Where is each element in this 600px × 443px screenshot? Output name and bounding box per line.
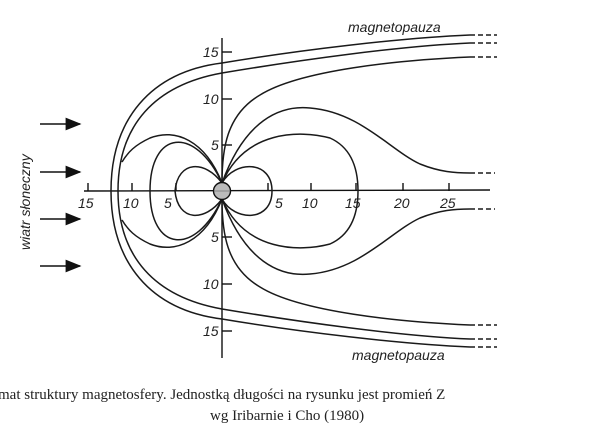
magnetopause-outer — [110, 34, 471, 192]
field-lines-lower — [110, 190, 498, 348]
x-tick-label: 5 — [164, 195, 172, 211]
caption-line-1: mat struktury magnetosfery. Jednostką dł… — [0, 387, 446, 403]
y-tick-label: 15 — [203, 323, 219, 339]
field-line-tail — [221, 106, 471, 184]
y-tick-label: 5 — [211, 137, 219, 153]
solar-wind-arrows — [40, 117, 82, 273]
field-lines-upper — [110, 34, 497, 192]
tail-lobe-line — [221, 56, 471, 184]
magnetopause-inner — [117, 42, 471, 192]
field-line-left-outer — [149, 141, 223, 192]
magnetopause-label-bottom: magnetopauza — [352, 347, 445, 363]
y-tick-labels: 15 10 5 5 10 15 — [203, 44, 219, 339]
x-tick-label: 5 — [275, 195, 283, 211]
magnetopause-label-top: magnetopauza — [348, 19, 441, 35]
cusp-line — [121, 134, 223, 184]
y-tick-label: 15 — [203, 44, 219, 60]
y-tick-label: 10 — [203, 91, 219, 107]
field-line-right-outer — [221, 133, 359, 192]
solar-wind-label: wiatr słoneczny — [17, 153, 33, 250]
field-line-left-inner — [174, 166, 223, 192]
x-tick-label: 15 — [78, 195, 94, 211]
y-tick-label: 10 — [203, 276, 219, 292]
x-tick-label: 10 — [123, 195, 139, 211]
axis-ticks — [87, 51, 450, 332]
x-tick-label: 25 — [439, 195, 456, 211]
field-line-right-inner — [221, 166, 273, 192]
y-tick-label: 5 — [211, 229, 219, 245]
x-tick-label: 20 — [393, 195, 410, 211]
x-axis — [83, 189, 491, 192]
caption-line-2: wg Iribarnie i Cho (1980) — [210, 408, 365, 424]
x-tick-label: 10 — [302, 195, 318, 211]
